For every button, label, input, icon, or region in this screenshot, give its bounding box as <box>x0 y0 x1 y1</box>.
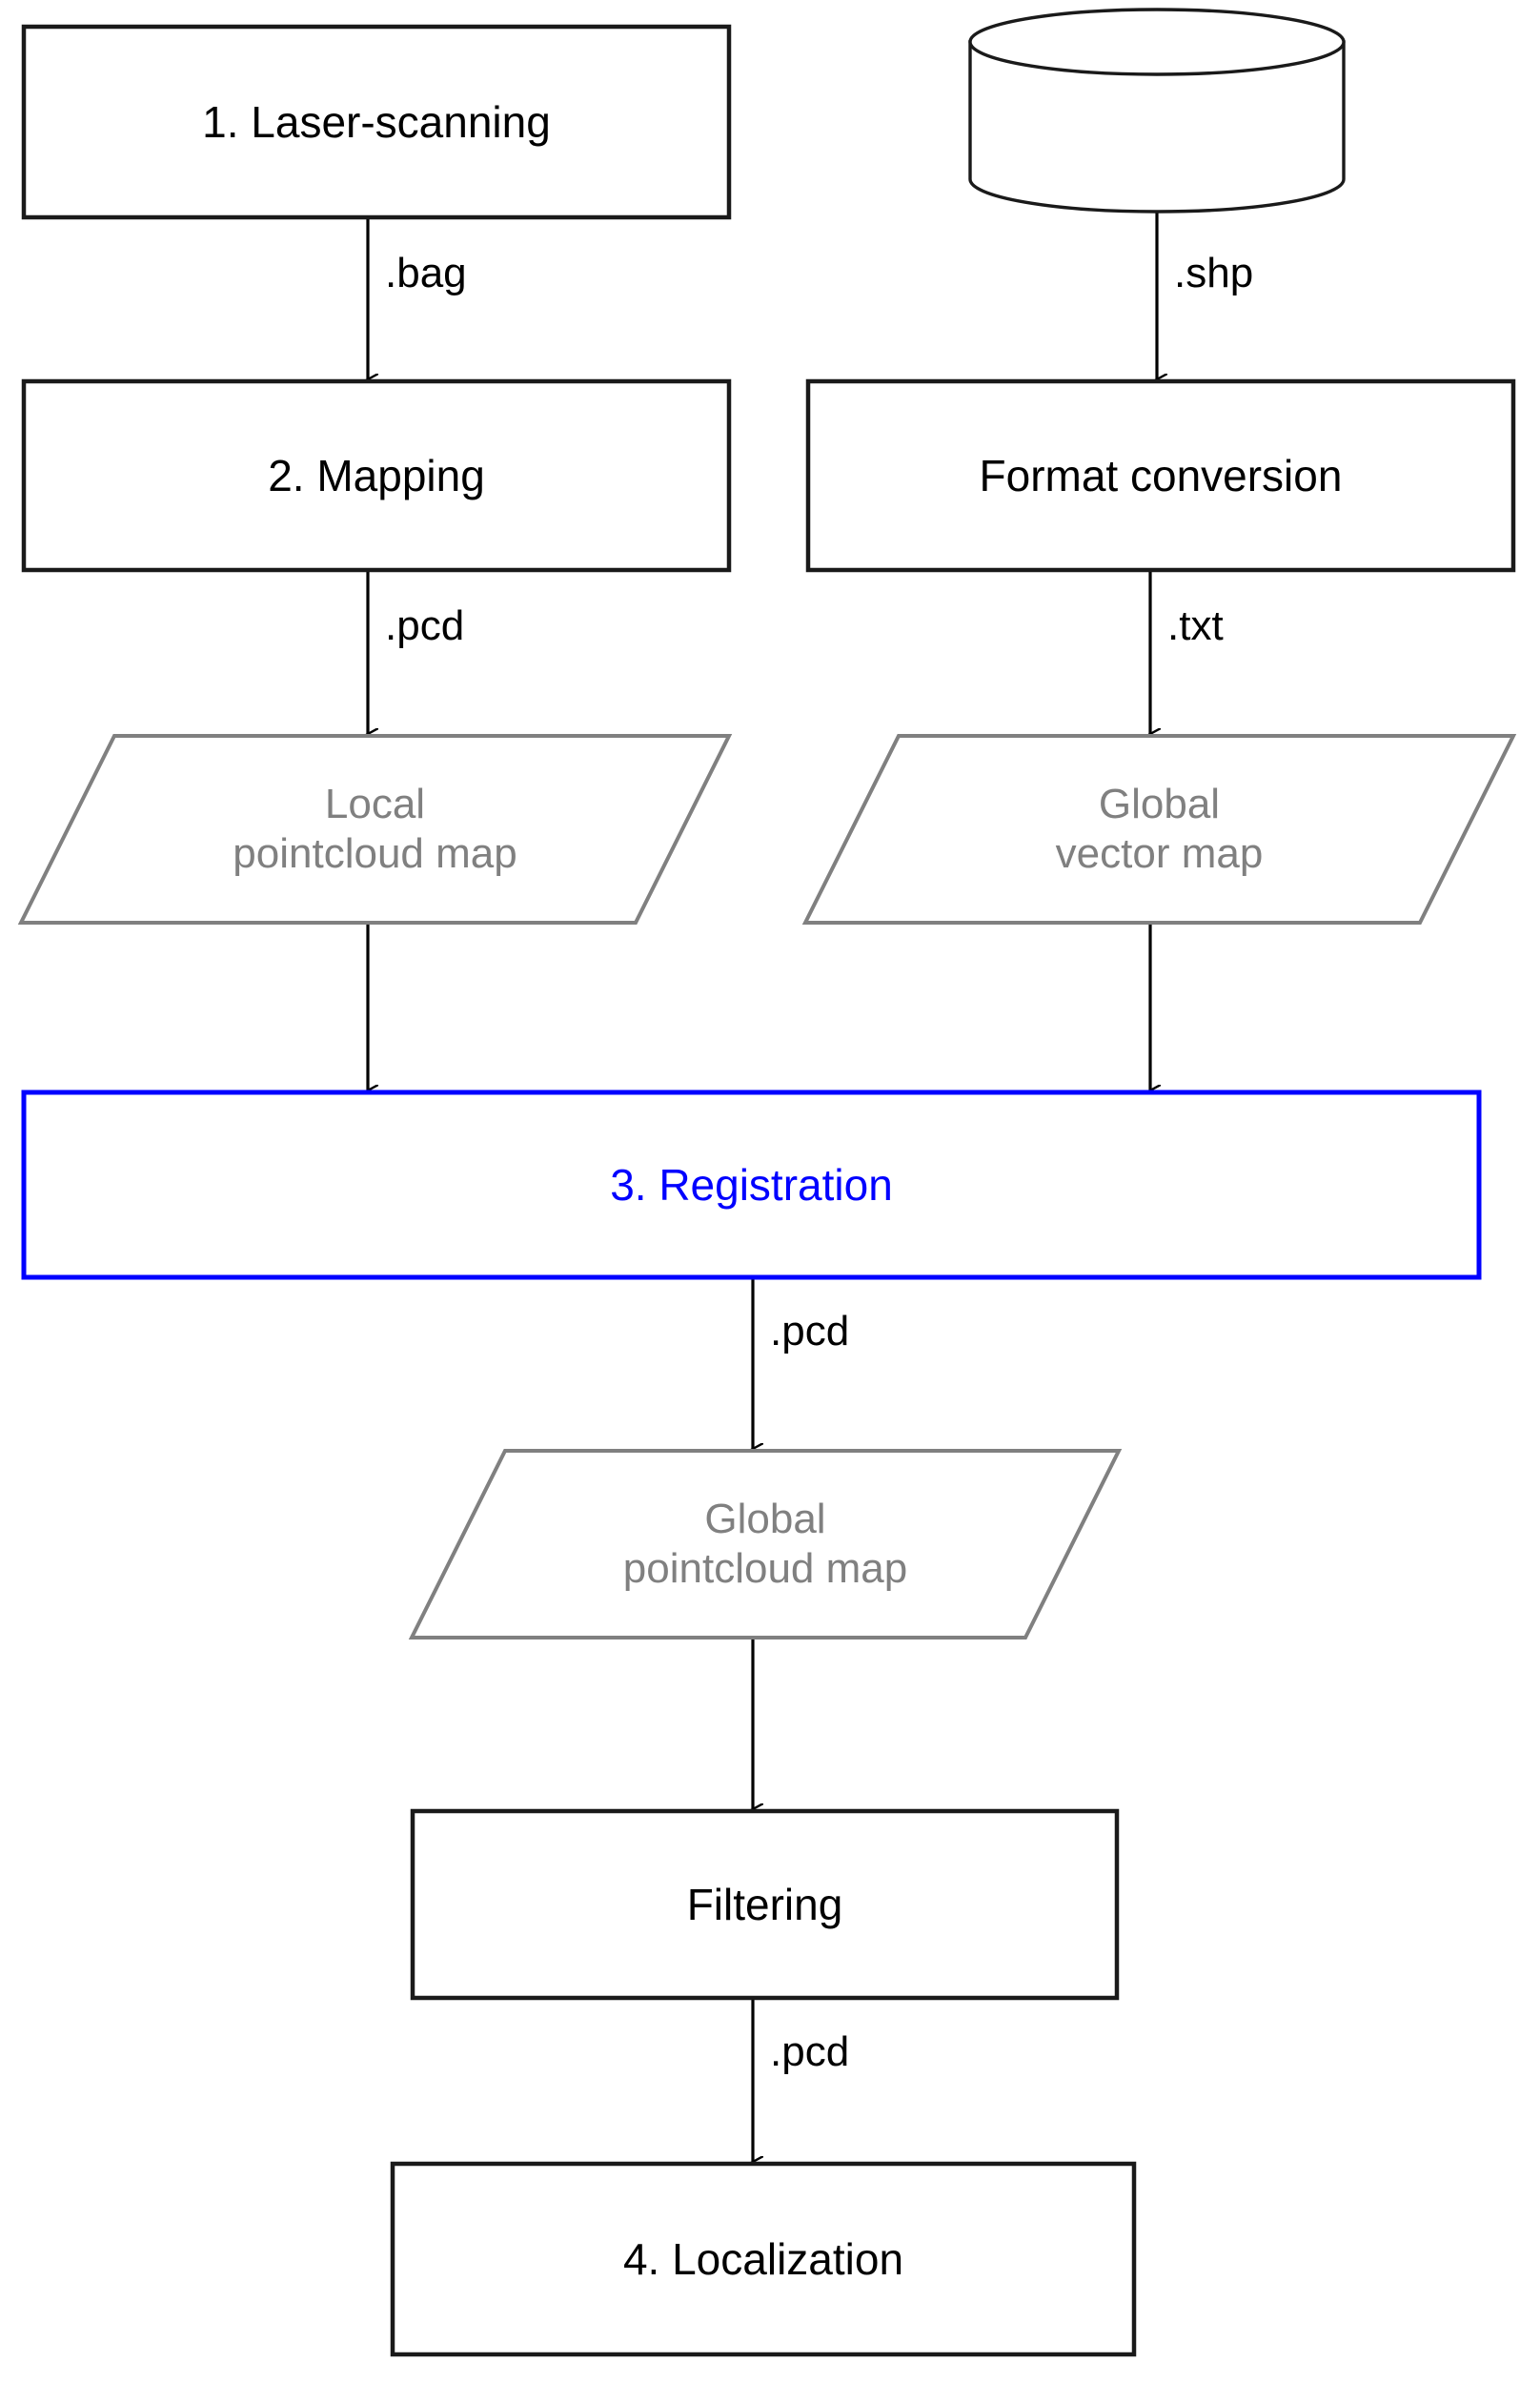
node-shape-global-pointcloud-map[interactable] <box>408 1449 1123 1640</box>
node-shape-registration[interactable] <box>21 1090 1482 1280</box>
cylinder-top <box>968 8 1346 76</box>
node-shape-local-pointcloud-map[interactable] <box>17 734 733 925</box>
node-shape-global-vector-map[interactable] <box>801 734 1517 925</box>
node-shape-shp-database[interactable] <box>968 8 1346 214</box>
edges-layer <box>368 212 1157 2162</box>
node-shape-laser-scanning[interactable] <box>21 24 732 220</box>
cylinder-body <box>968 40 1346 214</box>
node-shape-mapping[interactable] <box>21 378 732 573</box>
node-shape-localization[interactable] <box>390 2161 1137 2357</box>
node-shape-format-conversion[interactable] <box>805 378 1516 573</box>
node-shape-filtering[interactable] <box>410 1808 1120 2001</box>
nodes-layer <box>17 8 1517 2357</box>
